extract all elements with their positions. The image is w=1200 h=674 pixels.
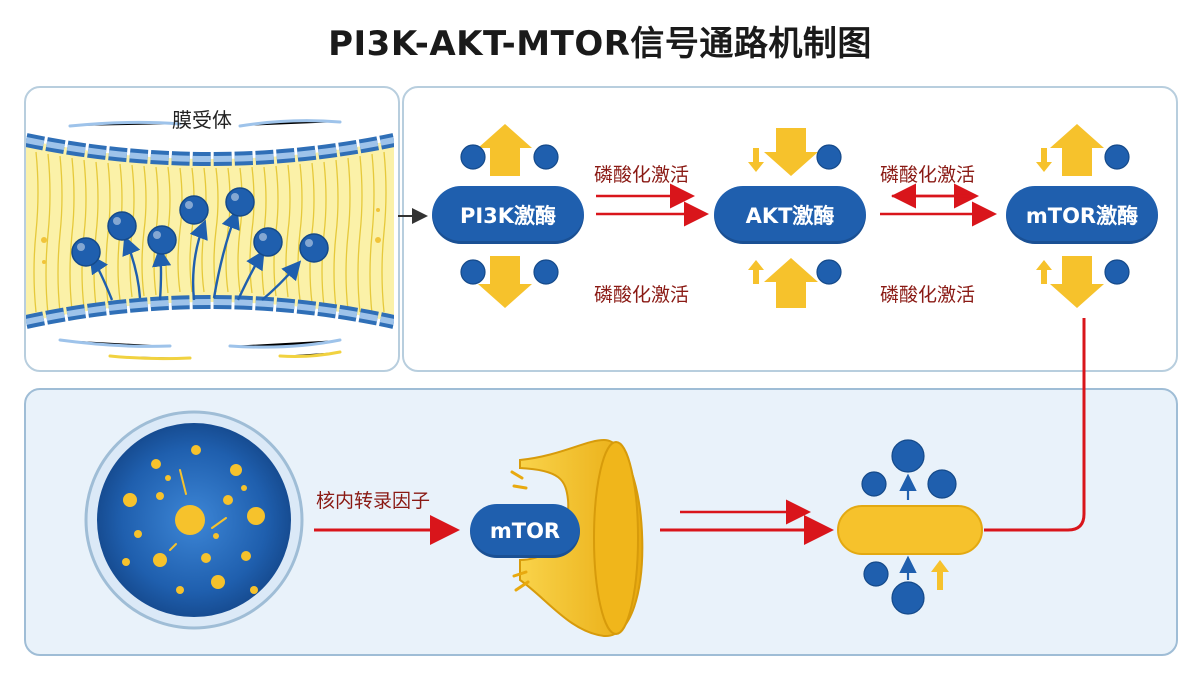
- mtor-down-arrow: [1050, 256, 1104, 308]
- phosphorylation-label-bottom-2: 磷酸化激活: [880, 284, 976, 306]
- mtor-kinase-node: mTOR激酶: [1006, 186, 1158, 244]
- phosphorylation-label-top-2: 磷酸化激活: [880, 164, 976, 186]
- mtor-small-down-arrow: [1036, 148, 1052, 172]
- effector-yellow-up-arrow: [931, 560, 949, 590]
- mtor-to-effector-connector: [984, 318, 1086, 532]
- nucleus-mtor-node: mTOR: [470, 504, 580, 558]
- akt-down-arrow-top: [764, 128, 818, 176]
- mtor-up-arrow: [1050, 124, 1104, 176]
- akt-up-arrow-bottom: [764, 258, 818, 308]
- pi3k-kinase-node: PI3K激酶: [432, 186, 584, 244]
- membrane-receptor-label: 膜受体: [172, 108, 232, 132]
- nuclear-transcription-factor-label: 核内转录因子: [316, 490, 431, 512]
- akt-small-down-arrow: [748, 148, 764, 172]
- mtor-small-up-arrow: [1036, 260, 1052, 284]
- akt-small-up-arrow: [748, 260, 764, 284]
- akt-kinase-node: AKT激酶: [714, 186, 866, 244]
- nucleus-granules: [122, 445, 265, 594]
- lipid-bilayer: [26, 140, 394, 322]
- pi3k-up-arrow: [478, 124, 532, 176]
- pi3k-down-arrow: [478, 256, 532, 308]
- diagram-title: PI3K-AKT-MTOR信号通路机制图: [328, 24, 872, 64]
- effector-pill: [837, 505, 983, 555]
- phosphorylation-label-top-1: 磷酸化激活: [594, 164, 690, 186]
- phosphorylation-label-bottom-1: 磷酸化激活: [594, 284, 690, 306]
